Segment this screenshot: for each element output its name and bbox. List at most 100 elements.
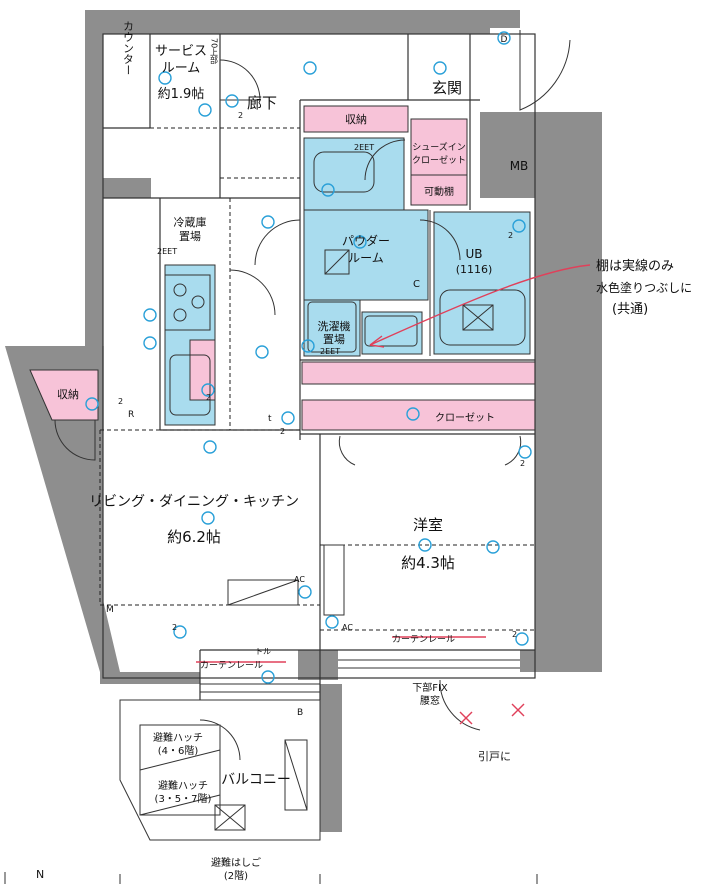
curtain-rail-left: カーテンレール <box>200 660 263 671</box>
t-mark: t <box>268 414 272 424</box>
powder-room-label-2: ルーム <box>348 251 384 265</box>
bottom-ticks <box>4 872 538 884</box>
sliding-door-note: 引戸に <box>478 749 511 763</box>
western-name: 洋室 <box>413 516 443 534</box>
symbol-labels: 2EET 2EET 2EET カーテンレール カーテンレール トル AC AC … <box>36 35 525 881</box>
toilet <box>313 151 375 193</box>
hallway-label: 廊下 <box>247 94 277 112</box>
entrance-label: 玄関 <box>432 79 462 97</box>
light-icon <box>255 345 269 359</box>
two-label: 2 <box>238 111 243 120</box>
fixtures <box>119 151 526 841</box>
movable-shelf-label: 可動棚 <box>424 185 454 198</box>
light-icon <box>433 61 447 75</box>
light-icon <box>225 94 239 108</box>
ub-label-2: (1116) <box>456 263 493 276</box>
ub-door <box>419 219 461 261</box>
closet-door-l <box>338 435 356 466</box>
closet-door-r <box>504 435 522 466</box>
ladder-label-1: 避難はしご <box>211 856 261 869</box>
shoes-closet-label-2: クローゼット <box>412 154 466 166</box>
toilet-fill <box>303 137 405 211</box>
fridge-label-2: 置場 <box>179 230 201 243</box>
ub-fill <box>433 211 531 355</box>
ldk-area: 約6.2帖 <box>167 528 221 546</box>
handwritten-notes: 棚は実線のみ 水色塗りつぶしに (共通) 引戸に <box>478 258 692 763</box>
bathtub <box>439 289 526 346</box>
storage-top-fill <box>303 105 409 133</box>
service-room-name-2: ルーム <box>162 61 201 76</box>
light-icon <box>201 511 215 525</box>
light-icon <box>203 440 217 454</box>
light-icon <box>512 219 526 233</box>
two-label: 2 <box>520 459 525 468</box>
light-icon <box>301 339 315 353</box>
closet-band-1 <box>301 361 536 385</box>
light-icon <box>281 411 295 425</box>
closet-label: クローゼット <box>435 412 495 424</box>
light-icon <box>321 183 335 197</box>
hatch-46 <box>284 739 308 811</box>
hall-door-2 <box>229 269 276 316</box>
ac-western-label: AC <box>342 623 353 632</box>
ldk-name: リビング・ダイニング・キッチン <box>89 494 299 510</box>
light-icon <box>515 632 529 646</box>
bath-drain <box>462 304 494 331</box>
shelf-note-2: 水色塗りつぶしに <box>596 280 692 295</box>
fridge-label-1: 冷蔵庫 <box>174 215 207 229</box>
doors <box>54 30 571 761</box>
storage-door <box>54 419 96 461</box>
light-icon <box>198 103 212 117</box>
c-mark: C <box>413 279 420 290</box>
hatch-357-label-2: (3・5・7階) <box>155 793 212 805</box>
eet-bottom-label: 2EET <box>320 347 340 356</box>
light-icon <box>353 235 367 249</box>
shelf-note-3: (共通) <box>612 302 648 317</box>
two-label: 2 <box>512 630 517 639</box>
two-label: 2 <box>118 397 123 406</box>
washer <box>307 301 357 353</box>
powder-room-label-1: パウダー <box>342 233 390 248</box>
powder-box <box>324 249 350 275</box>
light-icon <box>303 61 317 75</box>
ac-ldk-label: AC <box>294 575 305 584</box>
movable-shelf-fill <box>410 174 468 206</box>
eet-mid-label: 2EET <box>157 247 177 256</box>
annotation-arrow <box>369 264 591 346</box>
light-icon <box>325 615 339 629</box>
washer-label-2: 置場 <box>323 333 345 346</box>
vertical-note: 70上部 <box>210 38 219 65</box>
storage-left-label: 収納 <box>57 388 79 401</box>
light-icon <box>261 670 275 684</box>
room-labels: サービス ルーム 約1.9帖 カウンター 70上部 廊下 玄関 MB 収納 シュ… <box>57 20 528 882</box>
hall-door <box>254 219 301 266</box>
ub-label-1: UB <box>465 247 482 261</box>
two-label: 2 <box>206 393 211 402</box>
light-icon <box>158 71 172 85</box>
red-annotations <box>196 264 591 725</box>
balcony-outline <box>119 699 321 841</box>
d-mark-circle <box>497 31 511 45</box>
shoes-closet-label-1: シューズイン <box>412 141 466 153</box>
hatch-46-label-1: 避難ハッチ <box>153 731 203 744</box>
shelf-note-1: 棚は実線のみ <box>596 258 674 274</box>
counter-label: カウンター <box>122 20 135 75</box>
d-mark: D <box>501 35 508 45</box>
ladder-label-2: (2階) <box>224 870 248 882</box>
window-sash <box>439 679 481 731</box>
service-door <box>219 59 261 101</box>
b-mark: B <box>297 708 303 718</box>
light-icon <box>173 625 187 639</box>
mb-label: MB <box>510 159 529 173</box>
curtain-mark: トル <box>255 647 271 656</box>
cooktop <box>164 274 211 331</box>
exterior-walls <box>5 10 602 832</box>
fix-window-label-2: 腰窓 <box>420 694 440 707</box>
r-mark: R <box>128 410 134 420</box>
light-icon <box>261 215 275 229</box>
light-icon <box>486 540 500 554</box>
western-area: 約4.3帖 <box>401 554 455 572</box>
m-mark: M <box>106 605 114 615</box>
north-arrow: N <box>36 868 44 881</box>
shoes-closet-fill <box>410 118 468 176</box>
